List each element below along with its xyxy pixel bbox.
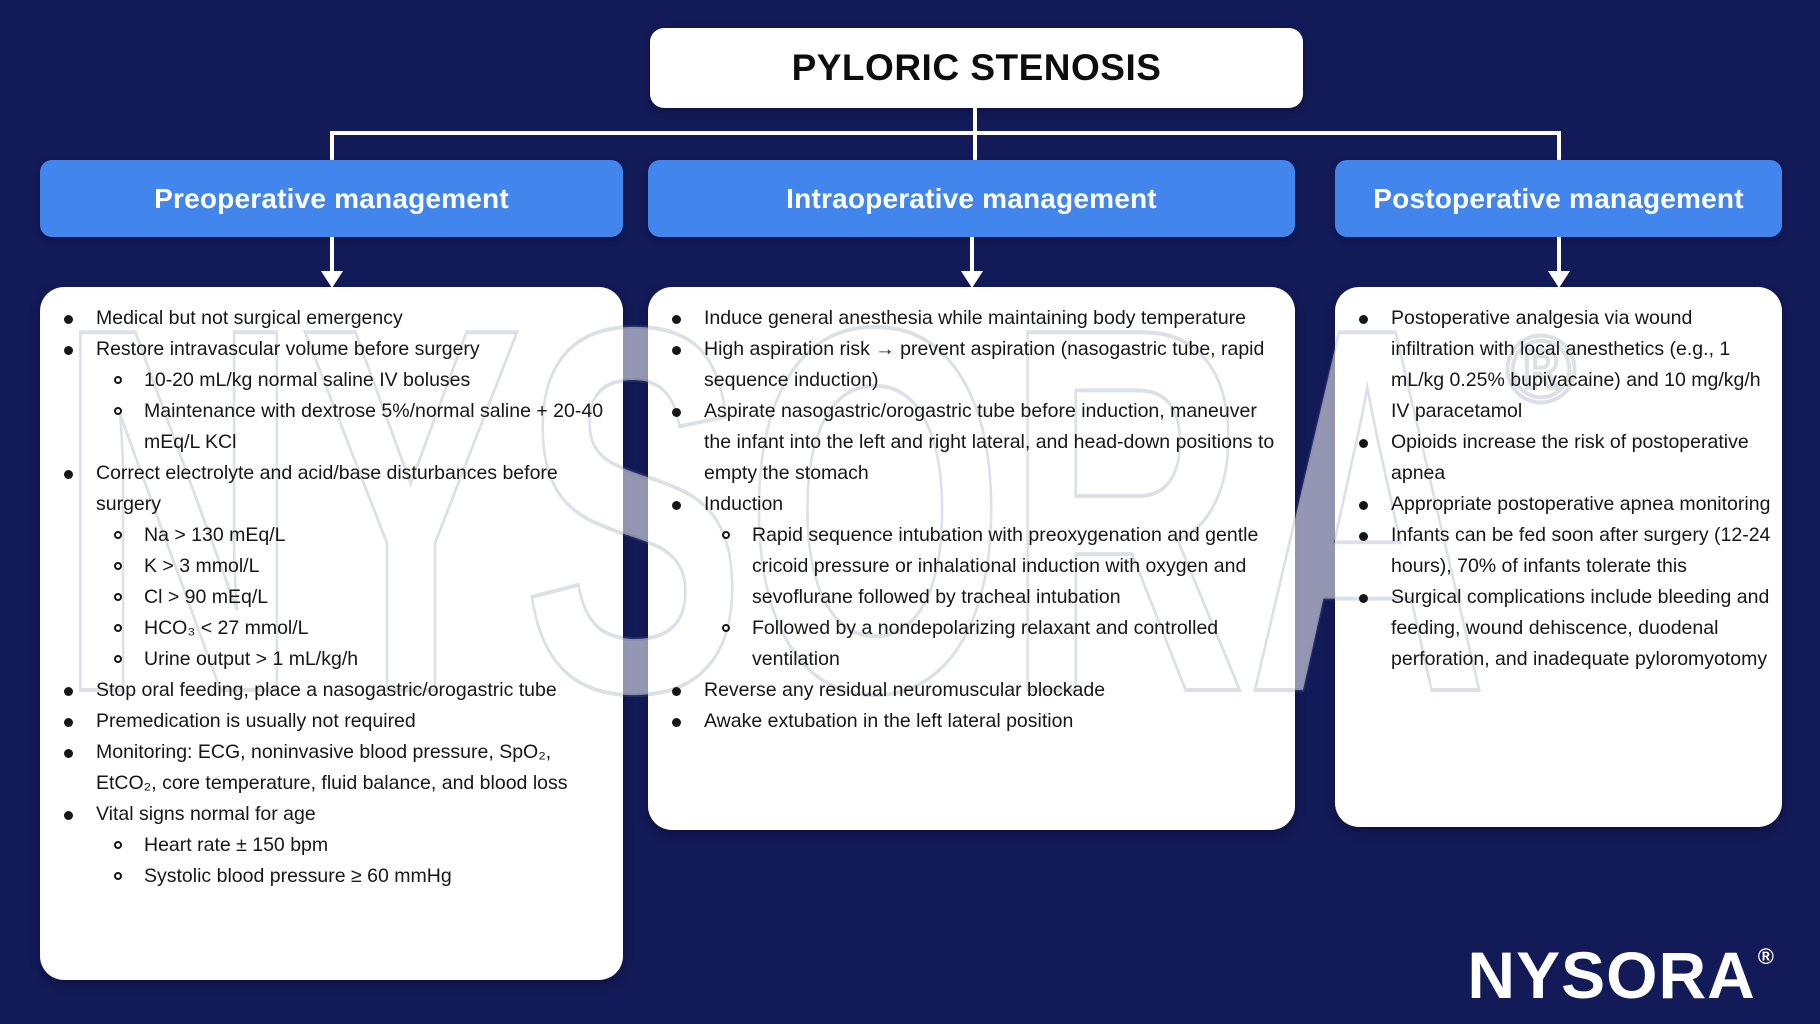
circle-bullet-icon <box>722 624 730 632</box>
sub-list-item: Urine output > 1 mL/kg/h <box>60 644 613 675</box>
circle-bullet-icon <box>114 655 122 663</box>
bullet-icon <box>64 346 73 355</box>
list-item: Awake extubation in the left lateral pos… <box>668 706 1285 737</box>
bullet-icon <box>1359 315 1368 324</box>
sub-list-item: Heart rate ± 150 bpm <box>60 830 613 861</box>
sub-list-item: HCO₃ < 27 mmol/L <box>60 613 613 644</box>
bullet-icon <box>64 718 73 727</box>
list-item: Vital signs normal for age <box>60 799 613 830</box>
sub-list-item: Na > 130 mEq/L <box>60 520 613 551</box>
list-item: Monitoring: ECG, noninvasive blood press… <box>60 737 613 799</box>
list-item: Opioids increase the risk of postoperati… <box>1355 427 1776 489</box>
list-item: High aspiration risk → prevent aspiratio… <box>668 334 1285 396</box>
connector-horizontal-line <box>330 131 1559 135</box>
list-item: Induce general anesthesia while maintain… <box>668 303 1285 334</box>
connector-left-stub <box>330 131 334 160</box>
bullet-list-intraoperative: Induce general anesthesia while maintain… <box>668 303 1285 737</box>
circle-bullet-icon <box>114 624 122 632</box>
circle-bullet-icon <box>114 407 122 415</box>
bullet-icon <box>672 346 681 355</box>
column-card-postoperative: Postoperative analgesia via wound infilt… <box>1335 287 1782 827</box>
bullet-icon <box>672 315 681 324</box>
column-header-preoperative: Preoperative management <box>40 160 623 237</box>
bullet-icon <box>64 749 73 758</box>
arrow-down-icon <box>321 271 343 288</box>
circle-bullet-icon <box>722 531 730 539</box>
page-title: PYLORIC STENOSIS <box>791 47 1162 88</box>
sub-list-item: Systolic blood pressure ≥ 60 mmHg <box>60 861 613 892</box>
list-item: Correct electrolyte and acid/base distur… <box>60 458 613 520</box>
list-item: Surgical complications include bleeding … <box>1355 582 1776 675</box>
list-item: Induction <box>668 489 1285 520</box>
list-item: Aspirate nasogastric/orogastric tube bef… <box>668 396 1285 489</box>
bullet-icon <box>64 687 73 696</box>
list-item: Stop oral feeding, place a nasogastric/o… <box>60 675 613 706</box>
list-item: Medical but not surgical emergency <box>60 303 613 334</box>
column-header-postoperative: Postoperative management <box>1335 160 1782 237</box>
arrow-stem <box>330 237 334 273</box>
list-item: Infants can be fed soon after surgery (1… <box>1355 520 1776 582</box>
bullet-icon <box>1359 594 1368 603</box>
bullet-icon <box>1359 501 1368 510</box>
circle-bullet-icon <box>114 593 122 601</box>
sub-list-item: K > 3 mmol/L <box>60 551 613 582</box>
bullet-icon <box>64 470 73 479</box>
circle-bullet-icon <box>114 531 122 539</box>
bullet-icon <box>64 811 73 820</box>
circle-bullet-icon <box>114 872 122 880</box>
arrow-down-icon <box>961 271 983 288</box>
sub-list-item: Followed by a nondepolarizing relaxant a… <box>668 613 1285 675</box>
registered-trademark-icon: ® <box>1757 944 1775 969</box>
circle-bullet-icon <box>114 841 122 849</box>
connector-right-stub <box>1557 131 1561 160</box>
bullet-list-postoperative: Postoperative analgesia via wound infilt… <box>1355 303 1776 675</box>
sub-list-item: Cl > 90 mEq/L <box>60 582 613 613</box>
list-item: Premedication is usually not required <box>60 706 613 737</box>
bullet-icon <box>1359 532 1368 541</box>
circle-bullet-icon <box>114 376 122 384</box>
list-item: Appropriate postoperative apnea monitori… <box>1355 489 1776 520</box>
sub-list-item: Maintenance with dextrose 5%/normal sali… <box>60 396 613 458</box>
arrow-down-icon <box>1548 271 1570 288</box>
sub-list-item: Rapid sequence intubation with preoxygen… <box>668 520 1285 613</box>
bullet-icon <box>64 315 73 324</box>
column-header-intraoperative: Intraoperative management <box>648 160 1295 237</box>
title-box: PYLORIC STENOSIS <box>650 28 1303 108</box>
bullet-icon <box>672 687 681 696</box>
arrow-stem <box>970 237 974 273</box>
list-item: Restore intravascular volume before surg… <box>60 334 613 365</box>
list-item: Postoperative analgesia via wound infilt… <box>1355 303 1776 427</box>
bullet-icon <box>1359 439 1368 448</box>
column-card-intraoperative: Induce general anesthesia while maintain… <box>648 287 1295 830</box>
list-item: Reverse any residual neuromuscular block… <box>668 675 1285 706</box>
bullet-icon <box>672 408 681 417</box>
bullet-icon <box>672 718 681 727</box>
nysora-logo-text: NYSORA <box>1467 938 1756 1012</box>
sub-list-item: 10-20 mL/kg normal saline IV boluses <box>60 365 613 396</box>
arrow-stem <box>1557 237 1561 273</box>
circle-bullet-icon <box>114 562 122 570</box>
bullet-icon <box>672 501 681 510</box>
nysora-logo: NYSORA® <box>1467 942 1775 1008</box>
